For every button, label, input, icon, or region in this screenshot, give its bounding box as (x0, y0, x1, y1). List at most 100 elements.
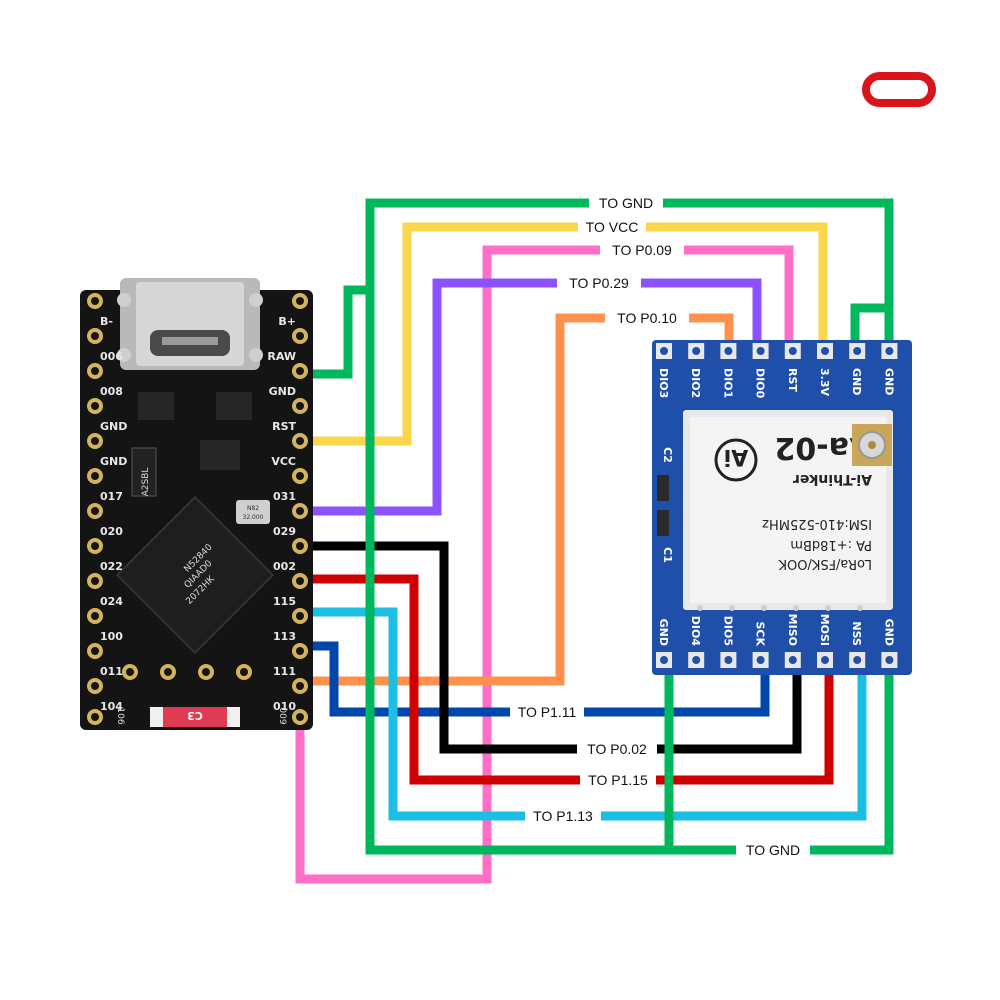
mcu-pin-pad (87, 573, 103, 589)
mcu-pin-pad (292, 468, 308, 484)
mcu-pin-pad (160, 664, 176, 680)
lora-pin-label: DIO0 (754, 368, 767, 399)
mcu-pin-pad (292, 398, 308, 414)
mcu-pin-pad (122, 664, 138, 680)
mcu-pin-pad (292, 328, 308, 344)
mcu-pin-label: B- (100, 315, 113, 328)
lora-pin-pad (817, 343, 833, 359)
wire-gnd-bottom (365, 290, 894, 855)
lora-pin-pad (656, 343, 672, 359)
wire-p115 (300, 574, 834, 785)
mcu-pin-pad (87, 709, 103, 725)
wire-p010 (300, 313, 734, 686)
label-p029: TO P0.29 (569, 275, 629, 291)
mcu-pin-label: GND (100, 455, 127, 468)
wire-p029 (300, 278, 762, 516)
regulator-text: A2SBL (141, 468, 151, 497)
mcu-pin-pad (236, 664, 252, 680)
mcu-pin-label: 010 (273, 700, 296, 713)
lora-pin-pad (720, 343, 737, 359)
mcu-pin-pad (87, 468, 103, 484)
side-label-c2: C2 (661, 447, 674, 463)
lora-pin-pad (656, 652, 672, 668)
label-p002: TO P0.02 (587, 741, 647, 757)
mcu-pin-pad (292, 643, 308, 659)
mcu-pin-label: 111 (273, 665, 296, 678)
lora-pin-pad (881, 343, 898, 359)
label-gnd-top: TO GND (599, 195, 653, 211)
label-gnd-bottom: TO GND (746, 842, 800, 858)
c3-tag-text: C3 (187, 709, 203, 722)
svg-text:Ai: Ai (724, 444, 749, 469)
lora-pin-pad (881, 652, 898, 668)
side-label-c1: C1 (661, 547, 674, 563)
mcu-pin-label: 104 (100, 700, 123, 713)
mcu-pin-label: RST (272, 420, 296, 433)
mcu-pin-pad (292, 293, 308, 309)
lora-pin-label: GND (657, 619, 670, 646)
mcu-pin-label: 022 (100, 560, 123, 573)
mcu-pin-label: 006 (100, 350, 123, 363)
mcu-pin-pad (292, 363, 308, 379)
lora-pin-label: NSS (850, 621, 863, 646)
lora-pin-pad (752, 652, 769, 668)
lora-pin-label: 3.3V (818, 368, 831, 396)
mcu-pin-pad (87, 433, 103, 449)
mcu-pin-label: RAW (267, 350, 296, 363)
mcu-pin-pad (292, 709, 308, 725)
lora-pin-label: DIO5 (721, 616, 734, 646)
lora-pin-pad (752, 343, 769, 359)
mcu-pin-pad (87, 398, 103, 414)
wire-p002 (300, 541, 802, 754)
mcu-pin-label: VCC (271, 455, 296, 468)
label-p009: TO P0.09 (612, 242, 672, 258)
mcu-pin-pad (292, 538, 308, 554)
shield-line-3: ISM:410-525MHz (762, 516, 872, 531)
label-p010: TO P0.10 (617, 310, 677, 326)
mcu-pin-pad (87, 363, 103, 379)
lora-pin-label: GND (882, 368, 895, 395)
mcu-pin-label: GND (100, 420, 127, 433)
mcu-pin-label: 008 (100, 385, 123, 398)
mcu-pin-pad (87, 328, 103, 344)
label-vcc: TO VCC (586, 219, 639, 235)
lora-pin-label: DIO3 (657, 368, 670, 398)
lora-pin-pad (784, 652, 801, 668)
mcu-pin-label: 115 (273, 595, 296, 608)
lora-pin-pad (688, 343, 705, 359)
lora-pin-pad (849, 343, 866, 359)
label-p113: TO P1.13 (533, 808, 593, 824)
lora-pin-label: RST (786, 368, 799, 392)
wire-gnd-top-branch (850, 303, 889, 350)
mcu-pin-label: 017 (100, 490, 123, 503)
lora-pin-label: MOSI (818, 614, 831, 646)
wire-p009 (295, 245, 794, 884)
label-p115: TO P1.15 (588, 772, 648, 788)
mcu-pin-pad (87, 678, 103, 694)
lora-pin-pad (720, 652, 737, 668)
mcu-pin-label: 002 (273, 560, 296, 573)
shield-line-2: PA :+18dBm (790, 537, 872, 552)
lora-pin-label: GND (850, 368, 863, 395)
mcu-pin-pad (292, 608, 308, 624)
mcu-pin-label: 009 (277, 707, 287, 724)
mcu-pin-label: 029 (273, 525, 296, 538)
rf-shield: LoRa/FSK/OOK PA :+18dBm ISM:410-525MHz A… (683, 410, 893, 610)
c3-tag: C3 (150, 707, 240, 727)
mcu-pin-pad (87, 538, 103, 554)
mcu-pin-label: 011 (100, 665, 123, 678)
shield-brand: Ai-Thinker (793, 471, 872, 487)
mcu-pin-pad (292, 573, 308, 589)
wire-p113 (300, 607, 867, 821)
mcu-pin-pad (292, 678, 308, 694)
lora-pin-label: MISO (786, 614, 799, 646)
lora-pin-label: SCK (754, 621, 767, 646)
mcu-pin-pad (87, 503, 103, 519)
crystal-text-1: N82 (247, 505, 259, 512)
lora-pin-label: DIO4 (689, 616, 702, 647)
mcu-pin-label: 031 (273, 490, 296, 503)
mcu-pin-label: 024 (100, 595, 123, 608)
mcu-pin-pad (292, 503, 308, 519)
mcu-pin-label: GND (269, 385, 296, 398)
